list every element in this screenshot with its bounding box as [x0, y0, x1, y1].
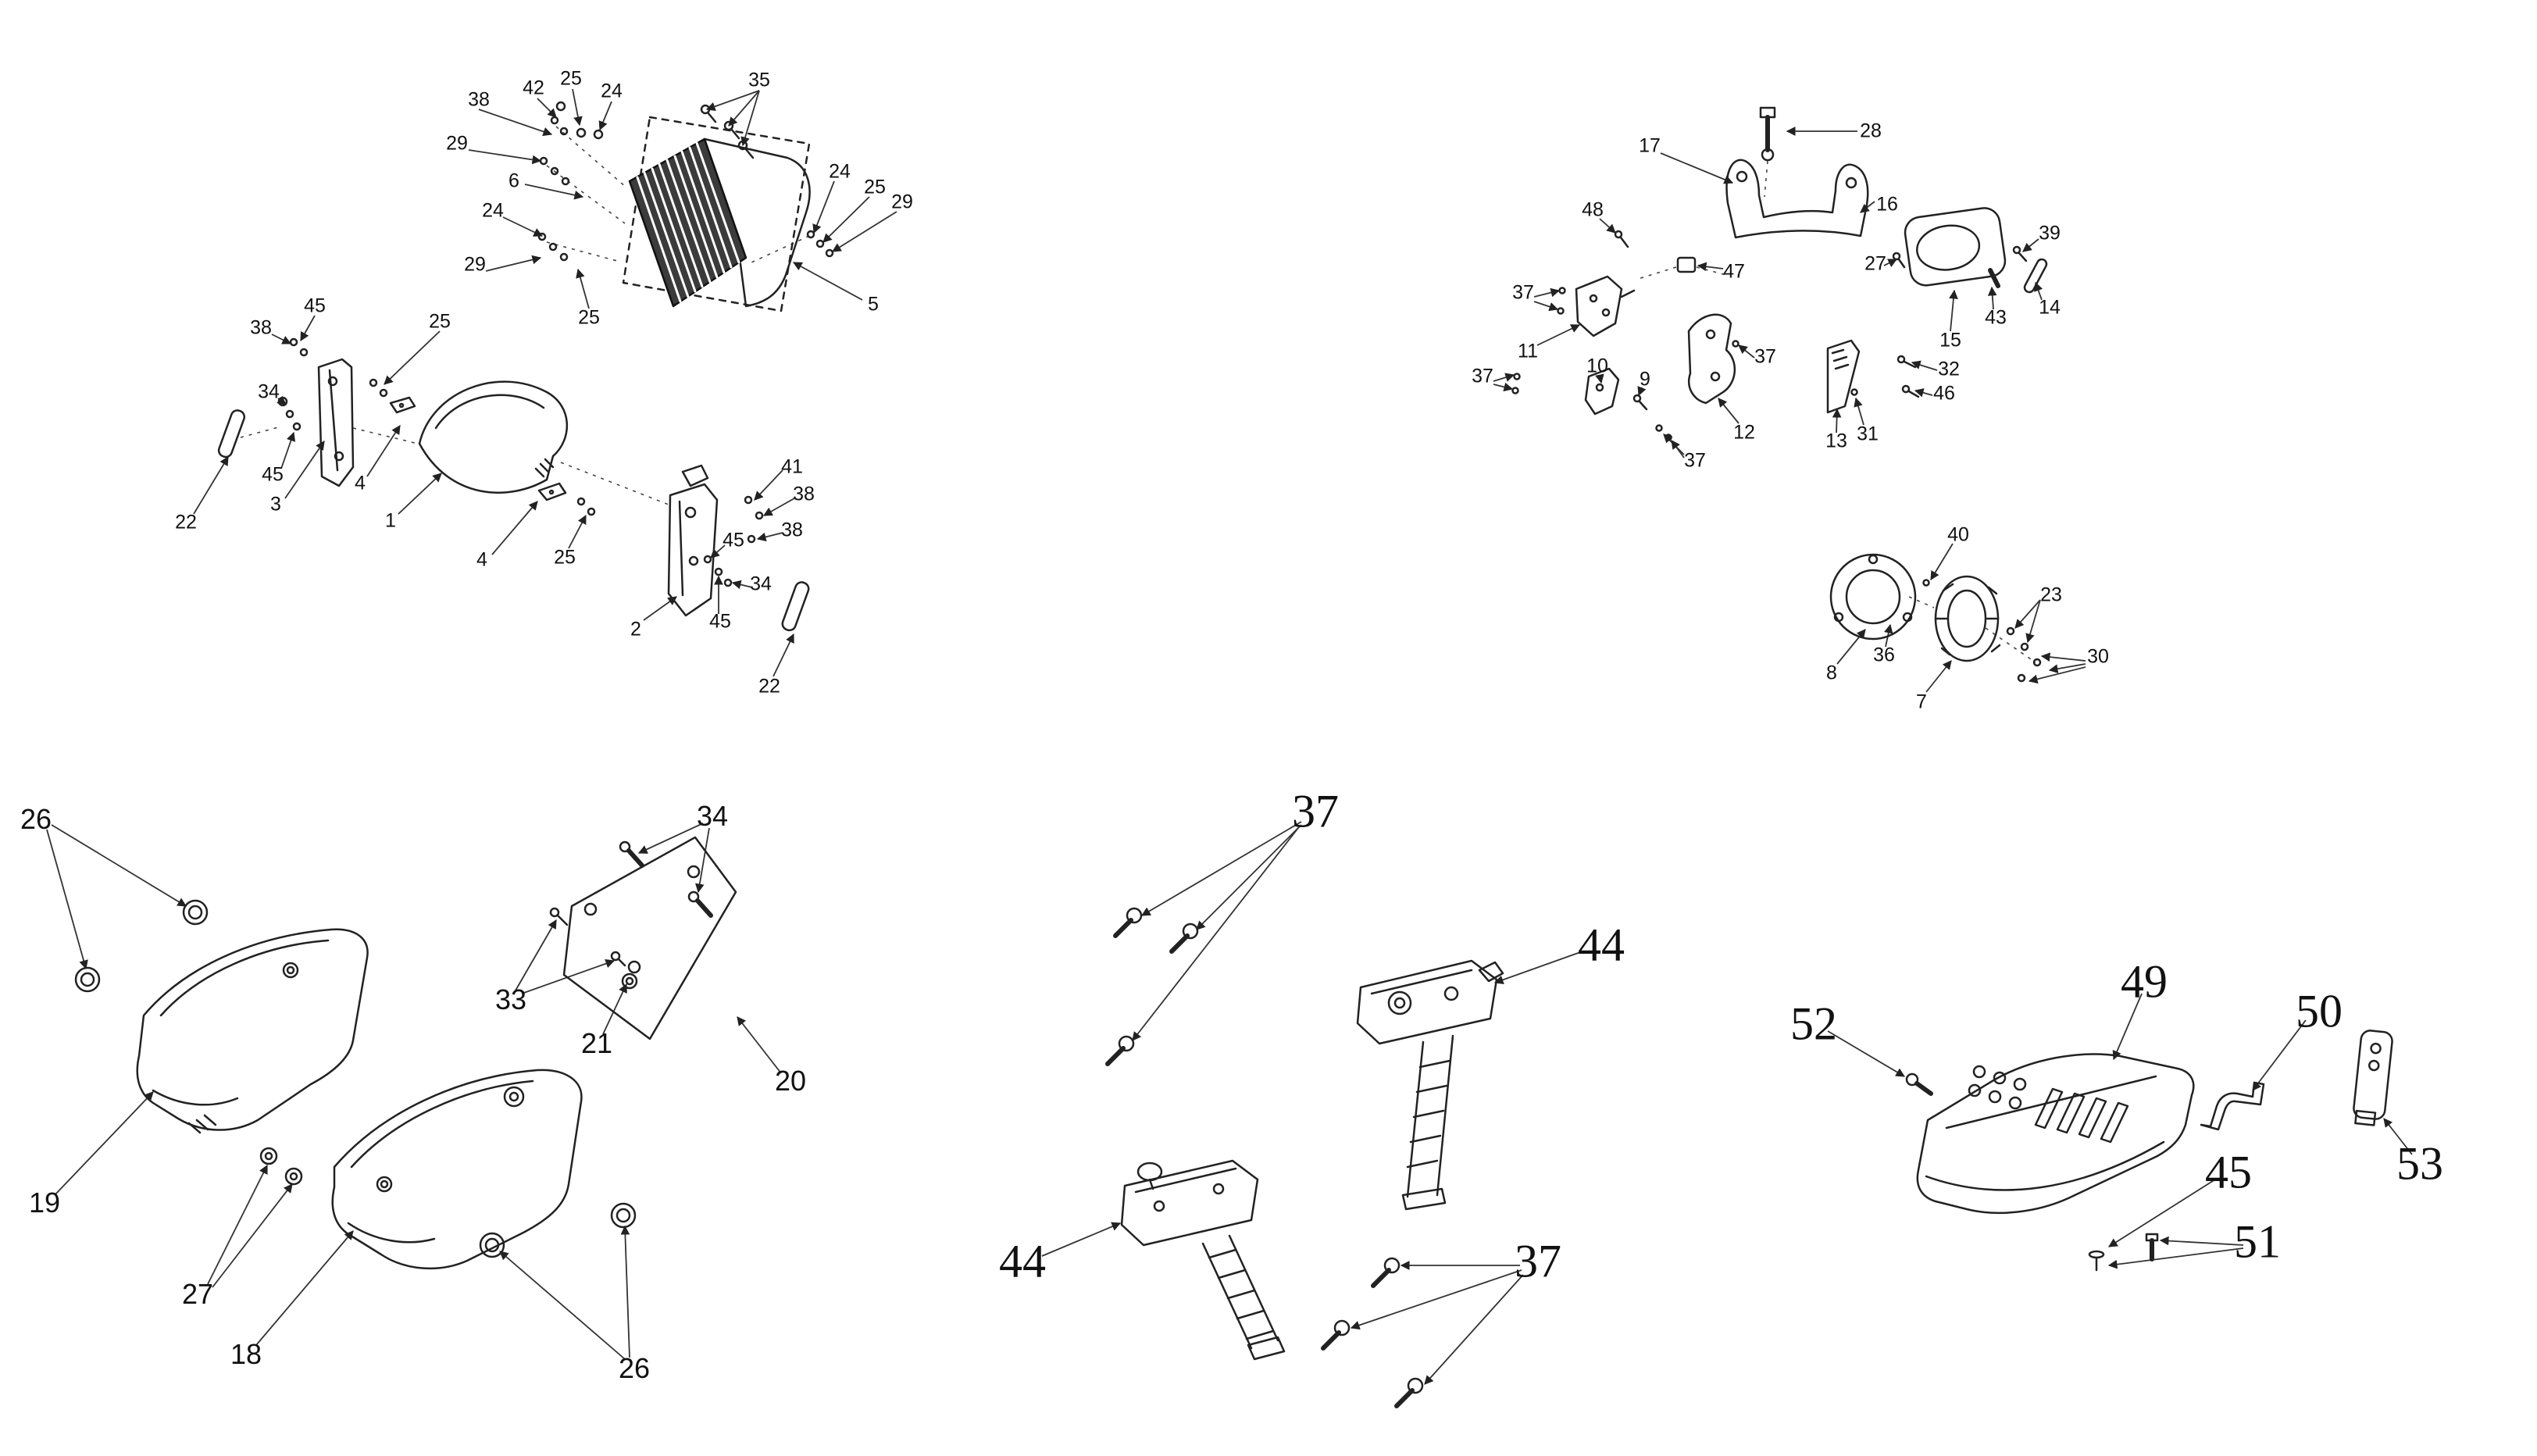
part-callout: 50 [2296, 985, 2343, 1037]
part-callout: 5 [868, 293, 879, 316]
part-callout: 24 [482, 199, 504, 222]
part-callout: 37 [1292, 785, 1339, 837]
part-callout: 6 [508, 170, 519, 192]
part-callout: 27 [181, 1278, 214, 1310]
part-callout: 30 [2087, 645, 2109, 668]
part-callout: 7 [1916, 691, 1927, 713]
part-callout: 32 [1938, 358, 1960, 380]
part-callout: 33 [494, 983, 527, 1015]
part-callout: 13 [1825, 430, 1847, 452]
part-callout: 29 [446, 132, 468, 155]
part-callout: 4 [476, 548, 487, 571]
part-callout: 36 [1873, 644, 1895, 666]
part-callout: 45 [2205, 1146, 2252, 1198]
part-callout: 8 [1826, 662, 1837, 684]
part-callout: 19 [28, 1187, 61, 1219]
part-callout: 12 [1733, 421, 1755, 444]
part-callout: 40 [1947, 523, 1969, 546]
part-callout: 24 [829, 160, 851, 183]
part-callout: 34 [696, 800, 729, 832]
part-callout: 15 [1939, 329, 1961, 352]
part-callout: 39 [2039, 222, 2061, 244]
part-callout: 26 [618, 1352, 651, 1384]
part-callout: 38 [781, 519, 803, 541]
part-callout: 29 [464, 253, 486, 276]
part-callout: 24 [601, 80, 623, 102]
part-callout: 43 [1985, 306, 2007, 329]
part-callout: 11 [1518, 340, 1538, 362]
part-callout: 29 [891, 191, 913, 213]
part-callout: 16 [1876, 193, 1898, 216]
part-callout: 45 [262, 463, 284, 486]
part-callout: 25 [554, 546, 576, 569]
part-callout: 38 [468, 88, 490, 111]
part-callout: 20 [774, 1065, 807, 1097]
part-callout: 10 [1586, 355, 1608, 377]
part-callout: 42 [523, 77, 544, 99]
part-callout: 22 [758, 675, 780, 698]
part-callout: 22 [175, 511, 197, 534]
part-callout: 31 [1857, 423, 1879, 445]
part-callout: 14 [2039, 296, 2061, 319]
part-callout: 44 [999, 1235, 1046, 1287]
part-callout: 45 [304, 294, 326, 317]
part-callout: 38 [250, 316, 272, 339]
part-callout: 9 [1640, 368, 1650, 391]
part-callout: 17 [1639, 134, 1661, 157]
part-callout: 49 [2121, 955, 2168, 1008]
part-callout: 45 [723, 529, 744, 551]
part-callout: 25 [429, 310, 451, 333]
assembly-axis-lines [240, 126, 2036, 663]
part-callout: 37 [1754, 345, 1776, 368]
part-callout: 27 [1864, 252, 1886, 275]
part-callout: 47 [1723, 260, 1745, 283]
part-callout: 37 [1472, 365, 1493, 387]
part-callout: 37 [1515, 1235, 1561, 1287]
part-callout: 28 [1860, 120, 1882, 142]
part-callout: 25 [578, 306, 600, 329]
cluster-brackets-44-art [1105, 907, 1504, 1408]
part-callout: 3 [270, 493, 281, 516]
part-callout: 41 [781, 455, 803, 478]
part-callout: 53 [2396, 1137, 2443, 1190]
part-callout: 46 [1933, 382, 1955, 405]
part-callout: 34 [750, 573, 772, 595]
cluster-fender-grille-art [217, 101, 834, 632]
part-callout: 21 [580, 1027, 613, 1059]
part-callout: 23 [2040, 583, 2062, 606]
part-callout: 35 [748, 69, 770, 91]
cluster-side-panels-art [74, 836, 737, 1270]
cluster-skid-plate-art [1905, 1030, 2393, 1272]
part-callout: 45 [709, 610, 731, 633]
part-callout: 26 [20, 803, 52, 835]
part-callout: 18 [230, 1338, 262, 1370]
part-callout: 52 [1790, 997, 1837, 1050]
part-callout: 25 [864, 176, 886, 198]
part-callout: 25 [560, 67, 582, 90]
part-callout: 44 [1578, 919, 1625, 971]
part-callout: 37 [1512, 281, 1534, 304]
part-callout: 37 [1684, 449, 1706, 472]
part-callout: 34 [258, 380, 280, 403]
part-callout: 1 [385, 509, 396, 532]
part-callout: 2 [630, 618, 641, 641]
part-callout: 38 [793, 483, 815, 505]
part-callout: 4 [355, 472, 366, 494]
cluster-headlight-bracket-art [1511, 106, 2048, 683]
part-callout: 48 [1582, 198, 1604, 221]
part-callout: 51 [2234, 1215, 2281, 1268]
